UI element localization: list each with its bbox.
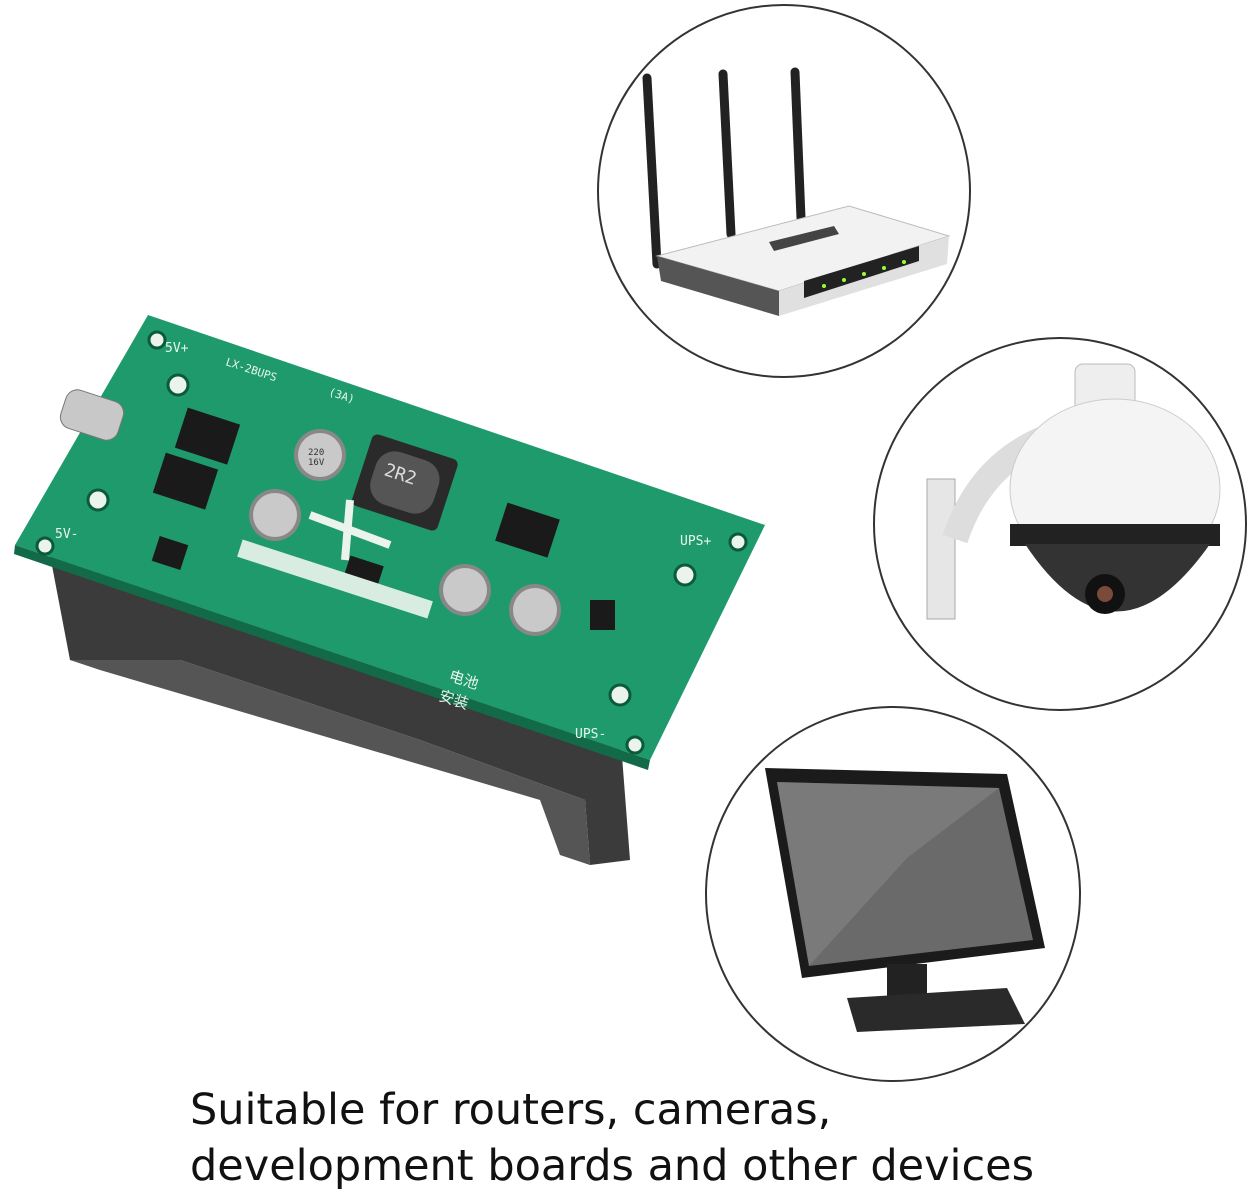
camera-circle bbox=[873, 337, 1247, 711]
dome-camera-icon bbox=[926, 363, 1221, 620]
label-ups-plus: UPS+ bbox=[680, 534, 711, 549]
router-circle bbox=[597, 4, 971, 378]
capacitor-label: 220 bbox=[308, 448, 324, 458]
caption-line-2: development boards and other devices bbox=[190, 1141, 1035, 1191]
label-ups-minus: UPS- bbox=[575, 727, 606, 742]
router-icon bbox=[642, 67, 951, 316]
caption-line-1: Suitable for routers, cameras, bbox=[190, 1085, 832, 1135]
label-5v-minus: 5V- bbox=[55, 527, 78, 542]
battery-holder bbox=[50, 555, 630, 865]
caption: Suitable for routers, cameras, developme… bbox=[190, 1082, 1034, 1194]
monitor-circle bbox=[705, 706, 1081, 1082]
ups-board-image: 2R2 220 16V 5V+ 5V- UPS+ UPS- LX-2BUPS (… bbox=[14, 315, 765, 865]
monitor-icon bbox=[765, 768, 1045, 1032]
label-5v-plus: 5V+ bbox=[165, 341, 189, 356]
capacitor-voltage: 16V bbox=[308, 458, 325, 468]
